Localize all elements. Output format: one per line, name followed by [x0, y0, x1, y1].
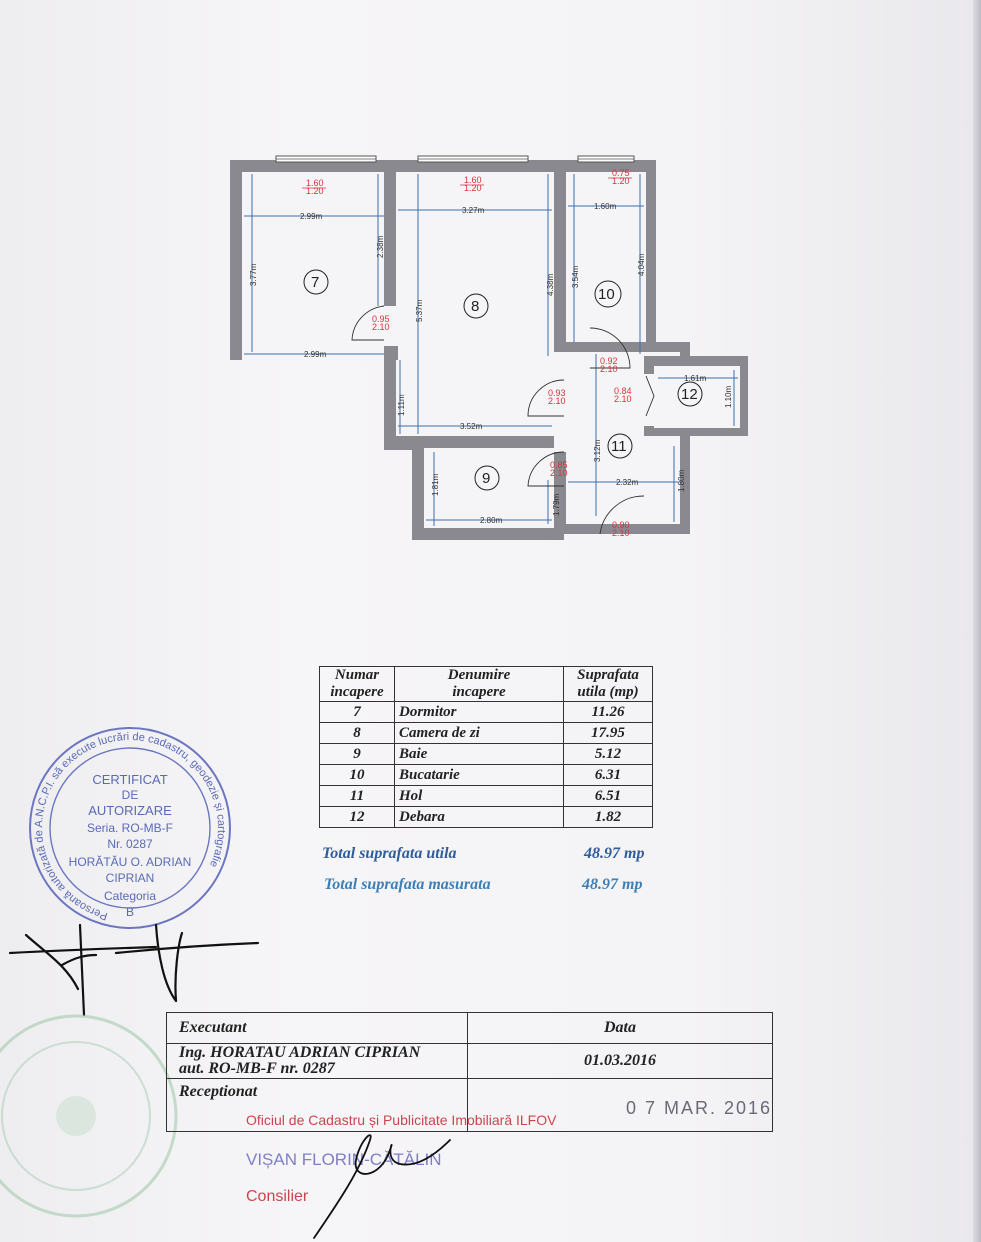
signature-receiver	[313, 1134, 451, 1239]
table-row: 10 Bucatarie 6.31	[319, 764, 653, 786]
dimension-lines	[244, 174, 738, 526]
room7-height2: 2.38m	[376, 235, 385, 258]
room9-width: 2.80m	[480, 516, 503, 525]
total-measured-value: 48.97 mp	[582, 876, 643, 893]
room9-height: 1.81m	[431, 473, 440, 496]
table-row: 11 Hol 6.51	[319, 785, 653, 807]
office-stamp: Oficiul de Cadastru și Publicitate Imobi…	[246, 1112, 557, 1128]
total-useful-label: Total suprafata utila	[322, 845, 457, 862]
room7-width-top: 2.99m	[300, 212, 323, 221]
signer-name: VIȘAN FLORIN-CĂTĂLIN	[246, 1150, 442, 1169]
room11-width: 2.32m	[616, 478, 639, 487]
window-labels: 1.60 1.20 1.60 1.20 0.75 1.20	[302, 168, 632, 196]
date-label: Data	[467, 1012, 773, 1044]
room10-window: 0.75	[612, 168, 630, 178]
room10-height: 3.54m	[571, 265, 580, 288]
room-7-label: 7	[311, 274, 319, 291]
stamp-line-4: Seria. RO-MB-F	[87, 821, 173, 835]
room7-window-h: 1.20	[306, 186, 324, 196]
executant-name-cell: Ing. HORATAU ADRIAN CIPRIAN aut. RO-MB-F…	[166, 1043, 468, 1079]
room10-height2: 4.04m	[637, 253, 646, 276]
room9-height2: 1.79m	[552, 493, 561, 516]
room8-window-h: 1.20	[464, 183, 482, 193]
table-row: 9 Baie 5.12	[319, 743, 653, 765]
door-5-w: 0.85	[550, 460, 568, 470]
doors: 0.95 2.10 0.92 2.10 0.93 2.10 0.84 2.10 …	[351, 305, 655, 538]
executant-date: 01.03.2016	[467, 1043, 773, 1079]
room11-height2: 1.80m	[677, 469, 686, 492]
room-10-label: 10	[598, 286, 615, 303]
stamp-line-8: Categoria	[104, 889, 156, 903]
received-label: Receptionat	[166, 1078, 468, 1132]
executant-table: Executant Data Ing. HORATAU ADRIAN CIPRI…	[166, 1012, 773, 1132]
total-measured-label: Total suprafata masurata	[324, 876, 491, 893]
table-row: 7 Dormitor 11.26	[319, 701, 653, 723]
cadastre-stamp	[0, 1014, 178, 1218]
door-4-w: 0.84	[614, 386, 632, 396]
room10-width: 1.60m	[594, 202, 617, 211]
door-2-h: 2.10	[600, 364, 618, 374]
stamp-line-7: CIPRIAN	[106, 871, 155, 885]
room12-height: 1.10m	[724, 385, 733, 408]
signer-role: Consilier	[246, 1188, 309, 1205]
door-6-w: 0.90	[612, 520, 630, 530]
door-2-w: 0.92	[600, 356, 618, 366]
room-8-label: 8	[471, 298, 479, 315]
stamp-line-3: AUTORIZARE	[88, 803, 172, 818]
room8-height3: 1.11m	[397, 394, 406, 416]
room-12-label: 12	[681, 386, 698, 403]
header-number: Numar incapere	[319, 666, 395, 702]
table-row: 12 Debara 1.82	[319, 806, 653, 828]
stamp-line-6: HORĂTĂU O. ADRIAN	[69, 854, 192, 869]
door-1-h: 2.10	[372, 322, 390, 332]
received-cell	[467, 1078, 773, 1132]
room8-width-bottom: 3.52m	[460, 422, 483, 431]
authorization-stamp: Persoană autorizată de A.N.C.P.I. să exe…	[29, 727, 231, 929]
room7-window: 1.60	[306, 178, 324, 188]
room11-height: 3.12m	[593, 439, 602, 462]
dimension-labels: 2.99m 2.99m 3.77m 2.38m 3.27m 3.52m 5.37…	[249, 202, 733, 525]
received-date-stamp: 0 7 MAR. 2016	[626, 1098, 773, 1118]
header-area: Suprafata utila (mp)	[563, 666, 653, 702]
stamp-line-9: B	[126, 905, 134, 919]
signature-executant	[8, 923, 260, 1017]
door-5-h: 2.10	[550, 468, 568, 478]
room-9-label: 9	[482, 470, 490, 487]
door-3-h: 2.10	[548, 396, 566, 406]
stamp-line-5: Nr. 0287	[107, 837, 153, 851]
room8-width-top: 3.27m	[462, 206, 485, 215]
room12-width: 1.61m	[684, 374, 707, 383]
door-3-w: 0.93	[548, 388, 566, 398]
executant-name: Ing. HORATAU ADRIAN CIPRIAN	[179, 1044, 421, 1061]
room-11-label: 11	[611, 438, 627, 455]
total-useful-value: 48.97 mp	[584, 845, 645, 862]
executant-label: Executant	[166, 1012, 468, 1044]
header-name: Denumire incapere	[394, 666, 564, 702]
room-numbers: 7 8 9 10 11 12	[303, 269, 703, 491]
rooms-table: Numar incapere Denumire incapere Suprafa…	[319, 666, 653, 828]
door-4-h: 2.10	[614, 394, 632, 404]
floor-plan: 2.99m 2.99m 3.77m 2.38m 3.27m 3.52m 5.37…	[230, 155, 748, 540]
room8-height2: 4.38m	[546, 273, 555, 296]
page-edge	[973, 0, 981, 1242]
executant-auth: aut. RO-MB-F nr. 0287	[179, 1060, 335, 1077]
door-6-h: 2.10	[612, 528, 630, 538]
stamp-line-2: DE	[122, 788, 139, 802]
room10-window-h: 1.20	[612, 176, 630, 186]
room7-width-bottom: 2.99m	[304, 350, 327, 359]
door-1-w: 0.95	[372, 314, 390, 324]
table-row: 8 Camera de zi 17.95	[319, 722, 653, 744]
stamp-line-1: CERTIFICAT	[92, 772, 167, 787]
room8-height: 5.37m	[415, 299, 424, 322]
room7-height: 3.77m	[249, 263, 258, 286]
rooms-table-header: Numar incapere Denumire incapere Suprafa…	[319, 666, 653, 702]
room8-window: 1.60	[464, 175, 482, 185]
